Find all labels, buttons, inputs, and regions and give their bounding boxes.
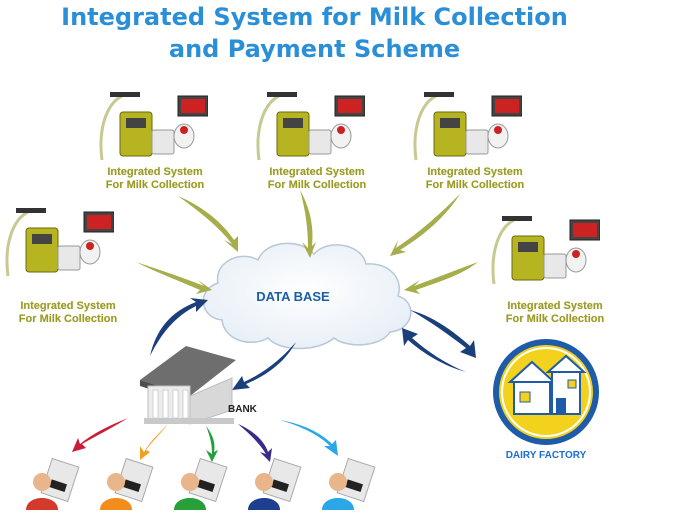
- kit-label-3-line1: Integrated System: [427, 166, 523, 178]
- kit-label-4-line2: For Milk Collection: [18, 313, 118, 325]
- kit-label-5: Integrated System For Milk Collection: [490, 300, 620, 326]
- farmer-card-icon-3: [174, 457, 228, 510]
- kit-arrows: [136, 190, 478, 294]
- arrow-kit1-db: [178, 196, 238, 252]
- database-label: DATA BASE: [256, 289, 330, 304]
- milk-collection-kit-icon-3: [413, 92, 522, 161]
- kit-label-1-line2: For Milk Collection: [105, 179, 205, 191]
- farmer-card-icon-5: [322, 457, 376, 510]
- kit-label-4: Integrated System For Milk Collection: [3, 300, 133, 326]
- kit-label-5-line1: Integrated System: [507, 300, 603, 312]
- arrow-db-bank-up: [150, 298, 208, 356]
- arrow-bank-farmer5: [280, 420, 338, 456]
- arrow-bank-farmer4: [238, 424, 272, 462]
- page-title-line1: Integrated System for Milk Collection: [61, 3, 568, 31]
- arrow-kit3-db: [390, 194, 460, 256]
- bank-farmer-arrows: [72, 418, 338, 462]
- farmer-card-icon-2: [100, 457, 154, 510]
- kit-label-2: Integrated System For Milk Collection: [252, 166, 382, 192]
- kit-label-5-line2: For Milk Collection: [505, 313, 605, 325]
- milk-collection-kit-icon-4: [5, 208, 114, 277]
- kit-label-1: Integrated System For Milk Collection: [90, 166, 220, 192]
- bank-label: BANK: [228, 404, 257, 415]
- arrow-bank-farmer3: [206, 426, 218, 462]
- arrow-kit2-db: [300, 190, 316, 258]
- milk-collection-kit-icon-5: [491, 216, 600, 285]
- db-arrows: [150, 298, 476, 390]
- milk-collection-kit-icon-1: [99, 92, 208, 161]
- farmers: [26, 457, 376, 510]
- cloud-icon: [202, 242, 412, 350]
- dairy-house-icon: [493, 339, 599, 445]
- farmer-card-icon-4: [248, 457, 302, 510]
- page-title-line2: and Payment Scheme: [168, 35, 461, 63]
- kit-label-4-line1: Integrated System: [20, 300, 116, 312]
- kit-label-3: Integrated System For Milk Collection: [410, 166, 540, 192]
- arrow-db-bank-down: [232, 342, 296, 390]
- arrow-bank-farmer1: [72, 418, 128, 452]
- arrow-kit5-db: [404, 262, 478, 294]
- farmer-card-icon-1: [26, 457, 80, 510]
- milk-collection-kit-icon-2: [256, 92, 365, 161]
- arrow-bank-farmer2: [140, 424, 168, 460]
- arrow-db-dairy-down: [410, 310, 476, 358]
- kit-label-2-line1: Integrated System: [269, 166, 365, 178]
- kit-label-1-line1: Integrated System: [107, 166, 203, 178]
- kit-label-2-line2: For Milk Collection: [267, 179, 367, 191]
- bank-building-icon: [140, 346, 236, 425]
- arrow-dairy-db-up: [402, 328, 466, 372]
- kit-label-3-line2: For Milk Collection: [425, 179, 525, 191]
- dairy-factory-label: DAIRY FACTORY: [505, 450, 587, 461]
- arrow-kit4-db: [136, 262, 212, 294]
